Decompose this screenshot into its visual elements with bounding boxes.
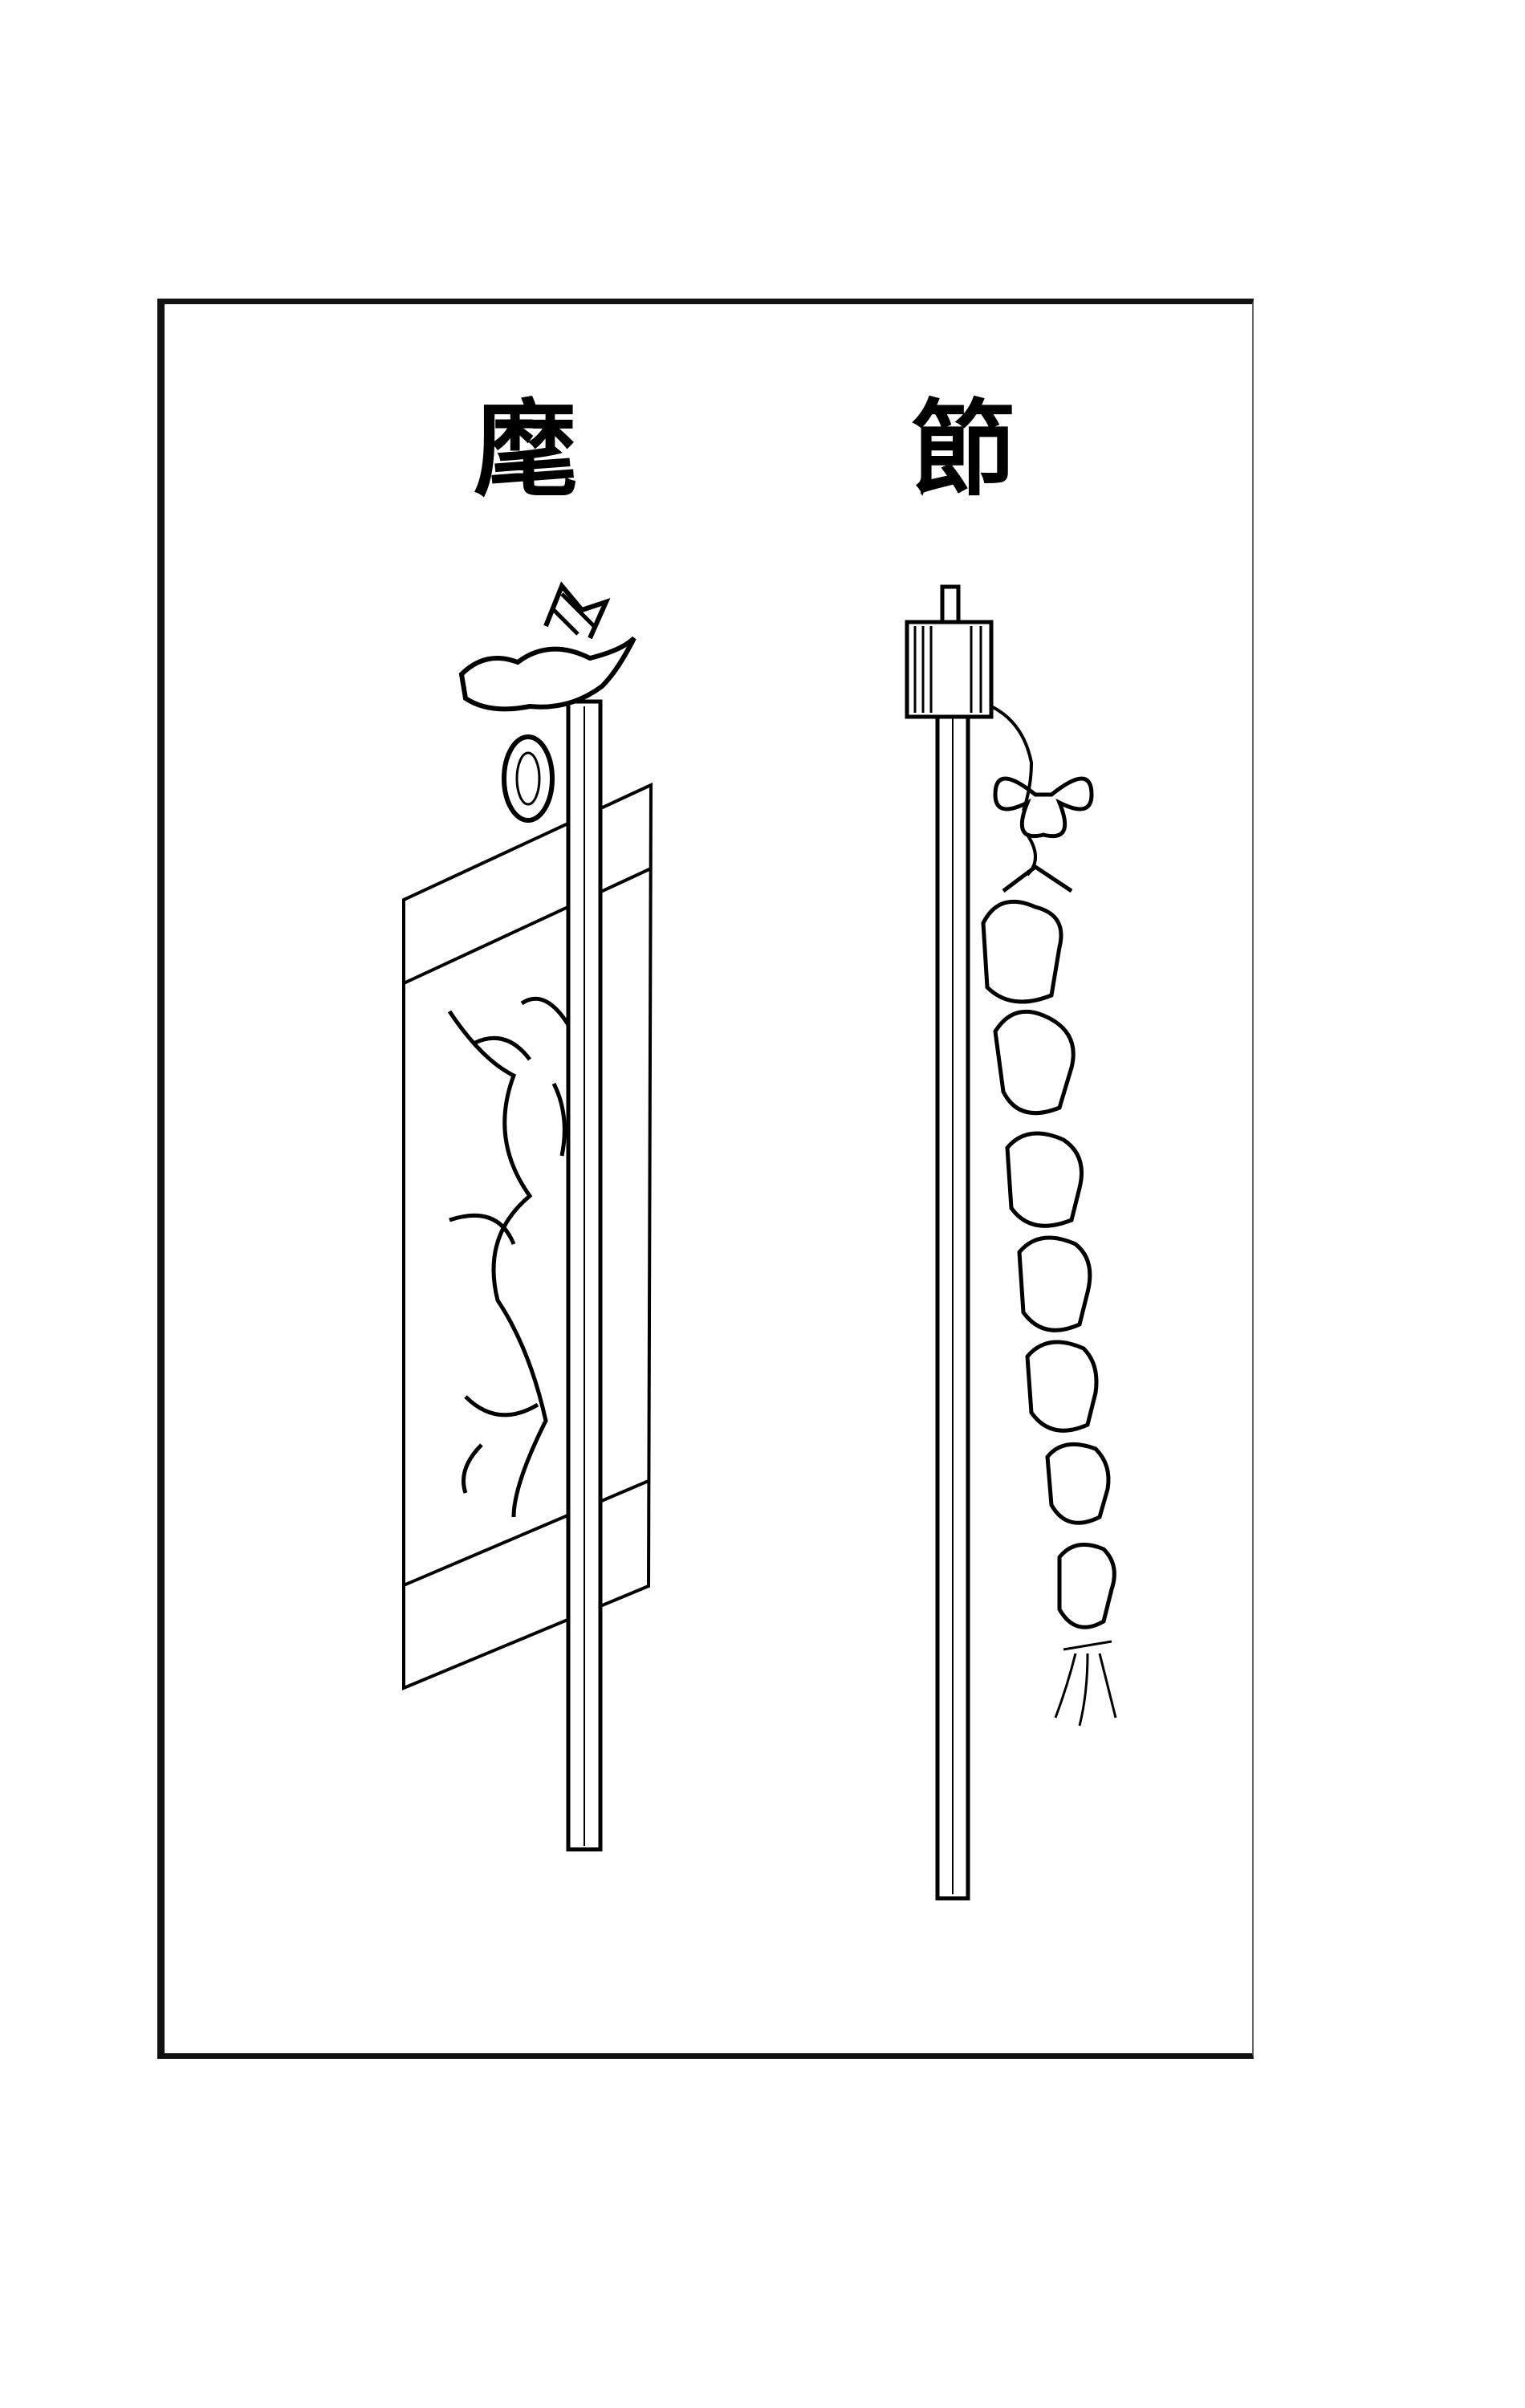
page-border-frame: [157, 299, 1254, 2059]
tassel-tail-cords: [1054, 1640, 1117, 1727]
dragon-head-finial: [458, 581, 636, 712]
caption-hui-banner: 麾: [474, 388, 579, 510]
hanging-ring: [502, 734, 555, 823]
fur-tassels: [981, 899, 1117, 1727]
caption-jie-tally: 節: [911, 388, 1016, 510]
hui-banner-illustration: [402, 581, 653, 1852]
banner-cloth: [402, 782, 653, 1690]
knot-ornament: [993, 776, 1094, 893]
jie-tally-illustration: [905, 584, 1117, 1901]
tally-crossbar: [905, 620, 994, 719]
dragon-drawing: [447, 996, 598, 1518]
